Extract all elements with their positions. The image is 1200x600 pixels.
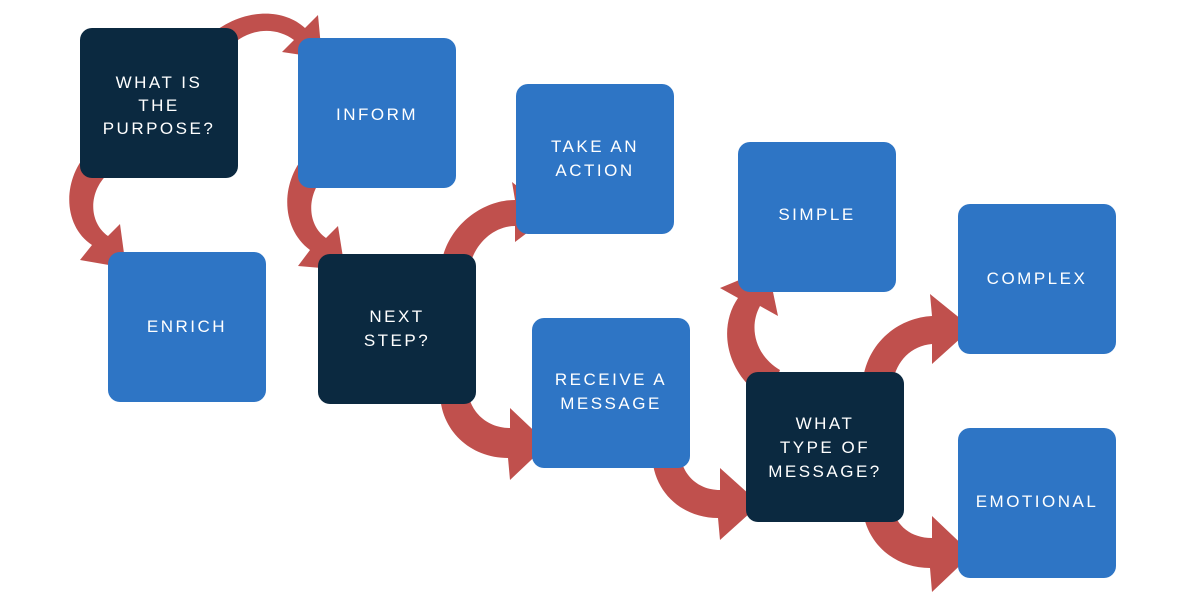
node-complex: COMPLEX xyxy=(958,204,1116,354)
node-purpose-line-1: WHAT IS xyxy=(116,73,203,92)
node-enrich: ENRICH xyxy=(108,252,266,402)
node-enrich-label: ENRICH xyxy=(147,317,227,336)
node-message-type-line-3: MESSAGE? xyxy=(768,462,882,481)
node-next-step-line-1: NEXT xyxy=(369,307,424,326)
node-emotional-label: EMOTIONAL xyxy=(976,492,1099,511)
node-receive-message-line-2: MESSAGE xyxy=(560,394,662,413)
arrow-type-to-complex xyxy=(862,294,972,392)
node-simple-label: SIMPLE xyxy=(778,205,855,224)
node-purpose-line-2: THE xyxy=(138,96,180,115)
arrow-purpose-to-inform xyxy=(205,13,322,59)
node-purpose-line-3: PURPOSE? xyxy=(103,119,216,138)
arrow-type-to-emotional xyxy=(862,500,972,592)
node-message-type-line-2: TYPE OF xyxy=(780,438,870,457)
node-receive-message-line-1: RECEIVE A xyxy=(555,370,667,389)
node-message-type: WHAT TYPE OF MESSAGE? xyxy=(746,372,904,522)
arrow-purpose-to-enrich xyxy=(69,150,126,268)
arrow-type-to-simple xyxy=(720,268,780,400)
node-receive-message: RECEIVE A MESSAGE xyxy=(532,318,690,468)
arrow-receive-to-type xyxy=(652,450,760,540)
node-simple: SIMPLE xyxy=(738,142,896,292)
node-complex-label: COMPLEX xyxy=(987,269,1088,288)
node-inform-label: INFORM xyxy=(336,105,418,124)
node-take-action-line-2: ACTION xyxy=(555,161,634,180)
node-take-action: TAKE AN ACTION xyxy=(516,84,674,234)
node-purpose: WHAT IS THE PURPOSE? xyxy=(80,28,238,178)
node-take-action-line-1: TAKE AN xyxy=(551,137,639,156)
node-message-type-line-1: WHAT xyxy=(796,414,855,433)
node-next-step-line-2: STEP? xyxy=(364,331,430,350)
node-next-step: NEXT STEP? xyxy=(318,254,476,404)
node-emotional: EMOTIONAL xyxy=(958,428,1116,578)
arrow-next-to-receive xyxy=(440,388,548,480)
node-inform: INFORM xyxy=(298,38,456,188)
